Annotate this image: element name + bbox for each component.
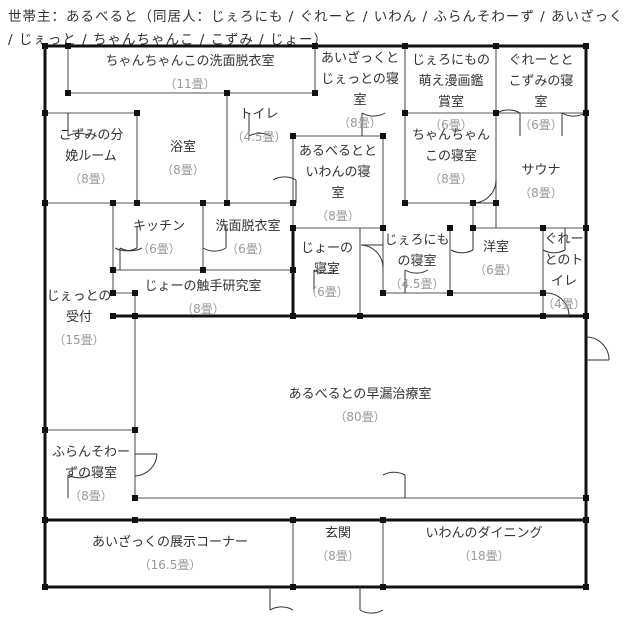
room-size: （11畳） — [164, 77, 215, 91]
room-name: じぇろにもの — [412, 53, 490, 68]
room-name: イレ — [551, 274, 577, 289]
room-name: ずの寝室 — [65, 465, 117, 481]
room-name: 玄関 — [325, 526, 351, 541]
wall-joints — [42, 43, 589, 590]
room-sauna: サウナ （8畳） — [519, 163, 563, 200]
room-name: トイレ — [239, 107, 278, 122]
room-toilet-1: トイレ （4.5畳） — [231, 107, 286, 144]
room-size: （8畳） — [519, 186, 563, 200]
room-name: とのト — [545, 253, 584, 268]
room-name: サウナ — [521, 163, 560, 178]
room-name: じぇろにも — [384, 233, 449, 248]
room-size: （6畳） — [137, 242, 181, 256]
room-name: 浴室 — [170, 139, 196, 155]
room-size: （8畳） — [429, 172, 473, 186]
room-size: （15畳） — [53, 333, 104, 347]
room-name: の寝室 — [397, 253, 436, 269]
room-size: （8畳） — [69, 489, 113, 503]
room-name: ぐれー — [544, 232, 583, 247]
room-size: （6畳） — [474, 263, 518, 277]
room-name: キッチン — [133, 219, 185, 234]
room-wash-room: 洗面脱衣室 （6畳） — [215, 218, 280, 256]
room-name: 洗面脱衣室 — [215, 218, 280, 234]
room-kitchen: キッチン （6畳） — [133, 219, 185, 256]
room-name: ぐれーとと — [508, 53, 573, 68]
room-isaac-gallery: あいざっくの展示コーナー （16.5畳） — [92, 534, 248, 572]
room-size: （8畳） — [161, 163, 205, 177]
room-size: （16.5畳） — [139, 558, 202, 572]
interior-walls — [45, 46, 587, 587]
room-name: ちゃんちゃんこの洗面脱衣室 — [105, 53, 274, 69]
room-size: （8畳） — [316, 209, 360, 223]
room-entrance: 玄関 （8畳） — [316, 526, 360, 563]
room-bathroom: 浴室 （8畳） — [161, 139, 205, 177]
room-size: （8畳） — [316, 549, 360, 563]
room-name: 室 — [534, 94, 547, 110]
room-size: （4畳） — [542, 297, 586, 311]
room-name: じぇっとの — [47, 289, 112, 304]
room-name: この寝室 — [425, 148, 477, 164]
room-name: じぇっとの寝 — [321, 71, 399, 87]
room-size: （80畳） — [334, 410, 385, 424]
room-name: ちゃんちゃん — [412, 128, 490, 143]
room-size: （6畳） — [226, 242, 270, 256]
room-size: （6畳） — [429, 118, 473, 132]
room-albert-clinic: あるべるとの早漏治療室 （80畳） — [289, 386, 432, 424]
room-name: こずみの分 — [59, 128, 124, 143]
room-name: いわんの寝 — [305, 164, 370, 180]
room-name: 受付 — [66, 310, 92, 325]
room-name: いわんのダイニング — [425, 526, 542, 541]
exterior-walls — [43, 44, 588, 589]
room-size: （8畳） — [181, 302, 225, 316]
room-name: あるべるとの早漏治療室 — [289, 386, 432, 402]
room-name: あるべるとと — [299, 144, 377, 159]
room-labels: ちゃんちゃんこの洗面脱衣室（11畳）あいざっくとじぇっとの寝室（8畳）じぇろにも… — [47, 50, 586, 572]
room-size: （8畳） — [338, 116, 382, 130]
room-name: 賞室 — [438, 94, 464, 110]
room-size: （6畳） — [519, 118, 563, 132]
room-name: こずみの寝 — [509, 73, 574, 89]
room-name: 洋室 — [483, 239, 509, 255]
room-name: 室 — [353, 92, 366, 108]
room-name: ふらんそわー — [52, 445, 130, 460]
room-joe-research: じょーの触手研究室 （8畳） — [144, 278, 261, 316]
room-size: （4.5畳） — [389, 277, 444, 291]
room-name: あいざっくの展示コーナー — [92, 534, 248, 550]
room-western: 洋室 （6畳） — [474, 239, 518, 277]
household-header: 世帯主：あるべると（同居人：じぇろにも / ぐれーと / いわん / ふらんそわ… — [8, 9, 624, 48]
room-size: （6畳） — [305, 285, 349, 299]
room-chan-wash: ちゃんちゃんこの洗面脱衣室 （11畳） — [105, 53, 274, 91]
room-name: 娩ルーム — [65, 149, 117, 164]
room-name: 萌え漫画鑑 — [418, 73, 483, 89]
room-size: （4.5畳） — [231, 130, 286, 144]
room-size: （18畳） — [458, 549, 509, 563]
room-name: あいざっくと — [321, 50, 399, 66]
room-name: じょーの触手研究室 — [144, 278, 261, 294]
doors — [67, 109, 610, 614]
room-name: じょーの — [301, 241, 353, 256]
room-name: 寝室 — [314, 261, 340, 277]
room-ivan-dining: いわんのダイニング （18畳） — [425, 526, 542, 563]
room-size: （8畳） — [69, 172, 113, 186]
room-name: 室 — [331, 185, 344, 201]
